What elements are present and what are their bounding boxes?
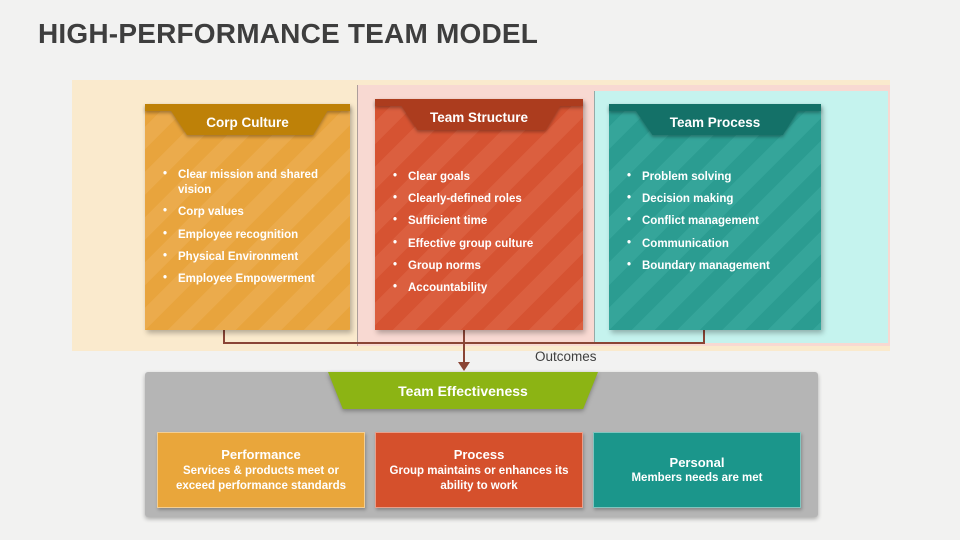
card-team-process: Team Process Problem solving Decision ma… [609, 104, 821, 330]
bullet-item: Employee Empowerment [163, 271, 342, 287]
outcome-box-text: Services & products meet or exceed perfo… [175, 464, 347, 492]
outcome-box-title: Performance [221, 447, 301, 463]
bullet-item: Effective group culture [393, 236, 575, 252]
card-corp-culture: Corp Culture Clear mission and shared vi… [145, 104, 350, 330]
bullet-item: Corp values [163, 204, 342, 220]
page-title: HIGH-PERFORMANCE TEAM MODEL [38, 18, 539, 49]
connector-arrow-stem [463, 327, 465, 364]
bullet-item: Accountability [393, 280, 575, 296]
banner-label: Team Effectiveness [398, 382, 528, 399]
card-title: Team Structure [429, 110, 529, 125]
bullet-item: Sufficient time [393, 213, 575, 229]
outcome-box-title: Process [453, 447, 505, 463]
card-header-ribbon: Corp Culture [145, 104, 350, 137]
bullet-item: Clearly-defined roles [393, 191, 575, 207]
bullet-item: Communication [627, 236, 813, 252]
banner-trapezoid-shape: Team Effectiveness [328, 372, 598, 409]
outcomes-label: Outcomes [535, 349, 597, 364]
ribbon-shape: Team Process [609, 104, 821, 136]
card-title: Corp Culture [206, 115, 289, 130]
bullet-item: Group norms [393, 258, 575, 274]
card-header-ribbon: Team Process [609, 104, 821, 137]
card-header-ribbon: Team Structure [375, 99, 583, 132]
ribbon-shape: Team Structure [375, 99, 583, 131]
card-title: Team Process [669, 115, 761, 130]
card-team-structure: Team Structure Clear goals Clearly-defin… [375, 99, 583, 330]
bullet-item: Conflict management [627, 213, 813, 229]
bullet-item: Problem solving [627, 169, 813, 185]
outcome-panel: Team Effectiveness Performance Services … [145, 372, 818, 517]
bullet-item: Boundary management [627, 258, 813, 274]
card-bullet-list: Clear goals Clearly-defined roles Suffic… [393, 169, 575, 303]
card-bullet-list: Problem solving Decision making Conflict… [627, 169, 813, 281]
bullet-item: Physical Environment [163, 249, 342, 265]
outcome-box-text: Group maintains or enhances its ability … [389, 464, 569, 492]
bullet-item: Employee recognition [163, 227, 342, 243]
team-effectiveness-banner: Team Effectiveness [328, 372, 598, 409]
outcome-box-personal: Personal Members needs are met [593, 432, 801, 508]
bullet-item: Decision making [627, 191, 813, 207]
outcome-box-process: Process Group maintains or enhances its … [375, 432, 583, 508]
bullet-item: Clear goals [393, 169, 575, 185]
arrow-down-icon [458, 362, 470, 371]
bullet-item: Clear mission and shared vision [163, 167, 342, 198]
ribbon-shape: Corp Culture [145, 104, 350, 136]
outcome-box-text: Members needs are met [631, 472, 763, 485]
outcome-box-performance: Performance Services & products meet or … [157, 432, 365, 508]
card-bullet-list: Clear mission and shared vision Corp val… [163, 167, 342, 294]
outcome-box-title: Personal [669, 454, 725, 470]
connector-stub-right [703, 327, 705, 344]
connector-stub-left [223, 327, 225, 344]
